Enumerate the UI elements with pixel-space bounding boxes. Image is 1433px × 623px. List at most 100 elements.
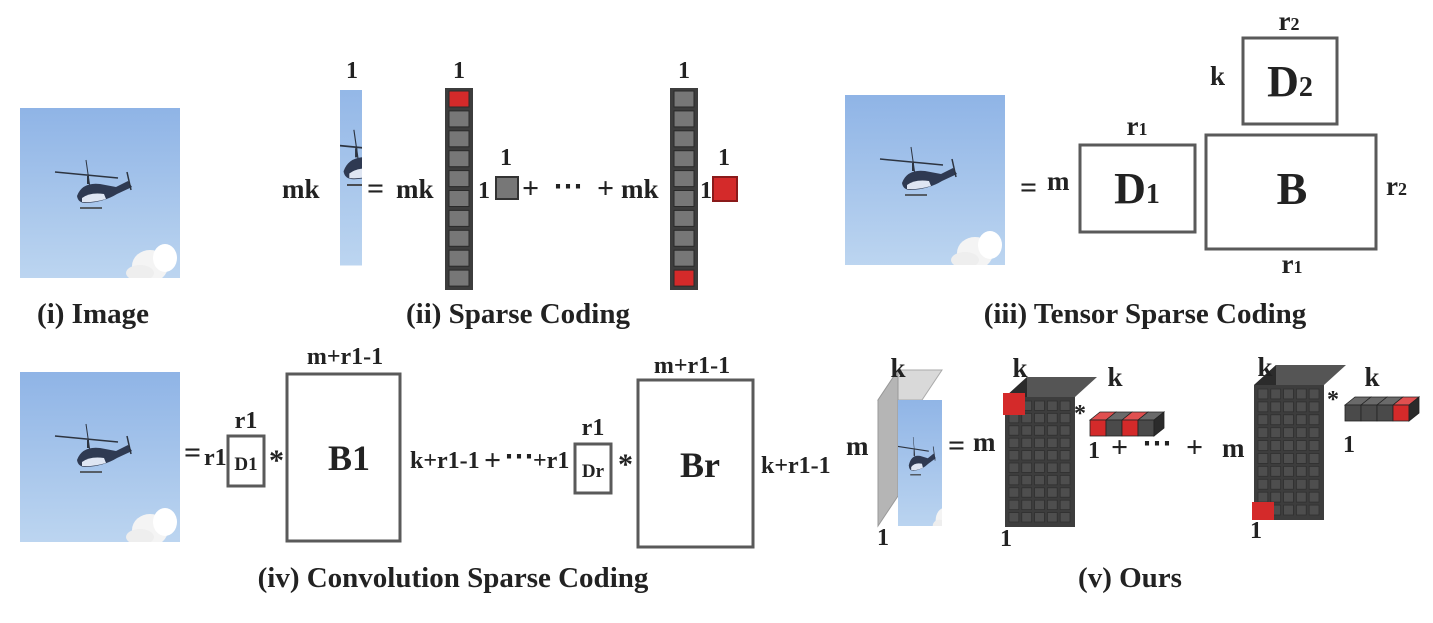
block-cell [1296,504,1307,516]
plus-sign: + [1111,431,1128,464]
coefficient-tube-2 [1343,396,1421,422]
block-cell [1034,499,1045,511]
block-cell [1059,462,1071,473]
feature-map-b1-label: B1 [328,438,370,478]
block-cell [1008,499,1020,511]
ellipsis: ⋯ [1142,427,1172,460]
block-cell [1034,487,1045,498]
equals-sign: = [1020,171,1037,204]
block-cell [1021,499,1032,511]
block-cell [1034,400,1045,411]
convolution-operator: * [1074,401,1086,427]
dim-label-k-r1: k+r1-1 [410,448,480,474]
block-cell [1308,401,1320,413]
block-cell [1283,401,1294,413]
block-cell [1059,412,1071,424]
dictionary-d1-label: D1 [1114,164,1160,213]
block-cell [1270,427,1282,439]
block-cell [1021,474,1032,486]
block-cell [1283,465,1294,477]
dim-label-m: m [846,431,869,461]
block-cell [1270,478,1282,490]
block-cell [1021,512,1032,523]
tube-cell [1344,404,1362,422]
ellipsis: ⋯ [504,440,534,473]
block-cell [1034,474,1045,486]
dim-label-m: m [1047,166,1070,196]
block-top-face [1005,377,1097,397]
dim-label-one: 1 [877,525,889,551]
dictionary-tensor-2 [1252,365,1346,520]
dim-label-m: m [973,427,996,457]
column-cell [448,229,470,247]
block-cell [1059,450,1071,461]
block-top-face [1254,365,1346,385]
block-cell [1059,487,1071,498]
column-cell [673,110,695,128]
panel-convolution-sparse-coding: = r1 D1 r1 * B1 m+r1-1 k+r1-1 + ⋯ +r1 Dr… [20,344,831,594]
block-cell [1308,453,1320,464]
block-cell [1257,414,1269,426]
block-cell [1283,504,1294,516]
block-cell [1047,462,1058,473]
block-cell [1296,440,1307,451]
sparse-code-b-box [1204,133,1378,251]
block-cell [1283,427,1294,439]
dim-label-one: 1 [1343,432,1355,458]
helicopter-image [20,372,180,542]
block-cell [1008,487,1020,498]
dim-label-k: k [1364,362,1379,392]
feature-map-br-box [636,378,755,549]
equals-sign: = [184,436,201,469]
block-cell [1257,491,1269,503]
block-cell [1296,491,1307,503]
tube-cell-red [1089,419,1107,437]
block-cell [1257,478,1269,490]
block-cell [1270,414,1282,426]
dim-label-one: 1 [678,58,690,84]
filter-d1-label: D1 [234,454,257,475]
dim-label-k: k [1107,362,1122,392]
block-cell [1296,388,1307,400]
filter-dr-label: Dr [582,461,605,482]
dim-label-m-r1: m+r1-1 [654,353,730,379]
block-cell [1257,453,1269,464]
feature-map-br-label: Br [680,445,720,485]
column-cell [673,150,695,168]
dim-label-k: k [1210,61,1225,91]
column-cell [673,170,695,188]
sparse-code-b-label: B [1277,163,1308,214]
block-cell [1059,499,1071,511]
coefficient-tube-1 [1088,411,1166,437]
block-cell [1270,453,1282,464]
block-cell [1021,487,1032,498]
column-cell [448,209,470,227]
block-cell [1270,401,1282,413]
block-cell [1296,414,1307,426]
column-cell [448,110,470,128]
block-cell [1308,440,1320,451]
column-cell [673,229,695,247]
dim-label-r1: r1 [1127,111,1148,141]
block-cell-red [1003,393,1025,415]
block-cell [1308,491,1320,503]
block-cell [1047,450,1058,461]
block-cell [1034,450,1045,461]
dim-label-one: 1 [1250,518,1262,544]
block-cell [1308,504,1320,516]
block-cell [1008,474,1020,486]
dim-label-one: 1 [478,178,490,204]
block-cell [1047,474,1058,486]
block-cell [1296,401,1307,413]
panel-ours: k m 1 = m k 1 * k 1 + ⋯ + m k 1 * k 1 (v… [846,352,1421,594]
caption-sparse-coding: (ii) Sparse Coding [406,298,630,330]
tube-end-face [1408,396,1420,422]
dim-label-one: 1 [1000,526,1012,552]
column-cell [673,209,695,227]
tube-end-face [1153,411,1165,437]
feature-map-b1-box [285,372,402,543]
dim-label-one: 1 [700,178,712,204]
block-cell [1034,412,1045,424]
block-cell [1270,491,1282,503]
block-cell [1296,465,1307,477]
